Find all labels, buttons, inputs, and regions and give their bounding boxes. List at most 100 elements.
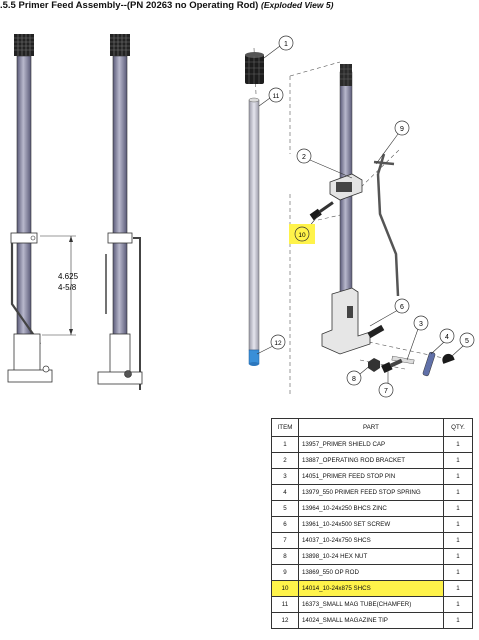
qty-cell: 1 bbox=[442, 532, 474, 549]
page-title: .5.5 Primer Feed Assembly--(PN 20263 no … bbox=[0, 0, 479, 14]
title-subtitle: (Exploded View 5) bbox=[260, 0, 334, 10]
column-header-part: PART bbox=[297, 418, 444, 437]
part-hex-nut bbox=[368, 358, 380, 372]
svg-text:12: 12 bbox=[274, 340, 282, 347]
bracket-clamp bbox=[10, 232, 38, 244]
svg-text:11: 11 bbox=[273, 93, 280, 100]
item-cell: 5 bbox=[271, 500, 299, 517]
qty-cell: 1 bbox=[442, 436, 474, 453]
qty-cell: 1 bbox=[442, 500, 474, 517]
balloon-7: 7 bbox=[378, 382, 394, 398]
balloon-5: 5 bbox=[459, 332, 475, 348]
qty-cell: 1 bbox=[442, 596, 474, 613]
part-shcs-screw bbox=[309, 201, 334, 221]
part-small-mag-tube bbox=[248, 99, 260, 351]
balloon-10-highlighted: 10 bbox=[289, 224, 315, 244]
item-cell: 4 bbox=[271, 484, 299, 501]
item-cell: 8 bbox=[271, 548, 299, 565]
qty-cell: 1 bbox=[442, 468, 474, 485]
item-cell: 11 bbox=[271, 596, 299, 613]
svg-text:2: 2 bbox=[302, 154, 306, 161]
part-cell: 13869_550 OP ROD bbox=[297, 564, 444, 581]
column-header-qty: QTY. bbox=[442, 418, 474, 437]
dimension-fraction: 4-5/8 bbox=[58, 283, 77, 292]
svg-text:5: 5 bbox=[465, 338, 469, 345]
qty-cell: 1 bbox=[442, 516, 474, 533]
qty-cell: 1 bbox=[442, 484, 474, 501]
base-block bbox=[13, 333, 41, 373]
item-cell: 1 bbox=[271, 436, 299, 453]
exploded-view: 1 11 2 9 10 6 3 4 5 12 8 7 bbox=[245, 35, 475, 398]
balloon-9: 9 bbox=[394, 120, 410, 136]
side-view-a: 4.625 4-5/8 bbox=[7, 34, 79, 383]
side-view-b bbox=[97, 34, 143, 390]
balloon-3: 3 bbox=[413, 315, 429, 331]
part-cell: 14037_10-24x750 SHCS bbox=[297, 532, 444, 549]
svg-text:4: 4 bbox=[445, 334, 449, 341]
part-cell: 14014_10-24x875 SHCS bbox=[297, 580, 444, 597]
qty-cell: 1 bbox=[442, 612, 474, 629]
part-cell: 13964_10-24x250 BHCS ZINC bbox=[297, 500, 444, 517]
part-cell: 14024_SMALL MAGAZINE TIP bbox=[297, 612, 444, 629]
exploded-view-drawing: 4.625 4-5/8 bbox=[7, 34, 475, 398]
svg-text:8: 8 bbox=[352, 376, 356, 383]
balloon-4: 4 bbox=[439, 328, 455, 344]
item-cell: 2 bbox=[271, 452, 299, 469]
dimension-decimal: 4.625 bbox=[58, 272, 79, 281]
base-bracket bbox=[321, 287, 371, 355]
part-small-magazine-tip bbox=[248, 349, 260, 365]
svg-text:7: 7 bbox=[384, 388, 388, 395]
column-header-item: ITEM bbox=[271, 418, 299, 437]
title-main: .5.5 Primer Feed Assembly--(PN 20263 no … bbox=[0, 0, 259, 11]
part-stop-spring bbox=[422, 351, 436, 377]
item-cell: 3 bbox=[271, 468, 299, 485]
qty-cell: 1 bbox=[442, 452, 474, 469]
item-cell: 9 bbox=[271, 564, 299, 581]
part-cell: 13887_OPERATING ROD BRACKET bbox=[297, 452, 444, 469]
balloon-11: 11 bbox=[268, 87, 284, 103]
svg-text:1: 1 bbox=[284, 41, 288, 48]
part-op-rod bbox=[373, 160, 400, 297]
part-cell: 13898_10-24 HEX NUT bbox=[297, 548, 444, 565]
svg-text:6: 6 bbox=[400, 304, 404, 311]
item-cell: 10 bbox=[271, 580, 299, 597]
item-cell: 6 bbox=[271, 516, 299, 533]
balloon-8: 8 bbox=[346, 370, 362, 386]
balloon-1: 1 bbox=[278, 35, 294, 51]
part-cell: 13957_PRIMER SHIELD CAP bbox=[297, 436, 444, 453]
svg-text:9: 9 bbox=[400, 126, 404, 133]
part-cell: 13961_10-24x500 SET SCREW bbox=[297, 516, 444, 533]
svg-text:10: 10 bbox=[298, 232, 306, 239]
part-cell: 13979_550 PRIMER FEED STOP SPRING bbox=[297, 484, 444, 501]
part-cell: 16373_SMALL MAG TUBE(CHAMFER) bbox=[297, 596, 444, 613]
qty-cell: 1 bbox=[442, 548, 474, 565]
balloon-6: 6 bbox=[394, 298, 410, 314]
balloon-12: 12 bbox=[270, 334, 286, 350]
mag-tube bbox=[16, 55, 32, 347]
part-shcs-bottom bbox=[381, 358, 403, 374]
balloon-2: 2 bbox=[296, 148, 312, 164]
part-stop-pin bbox=[391, 355, 415, 365]
part-bhcs-screw bbox=[442, 353, 455, 364]
knurled-cap bbox=[14, 34, 34, 56]
item-cell: 12 bbox=[271, 612, 299, 629]
svg-text:3: 3 bbox=[419, 321, 423, 328]
op-rod bbox=[10, 243, 41, 345]
part-primer-shield-cap bbox=[245, 54, 264, 84]
qty-cell: 1 bbox=[442, 564, 474, 581]
part-cell: 14051_PRIMER FEED STOP PIN bbox=[297, 468, 444, 485]
qty-cell: 1 bbox=[442, 580, 474, 597]
